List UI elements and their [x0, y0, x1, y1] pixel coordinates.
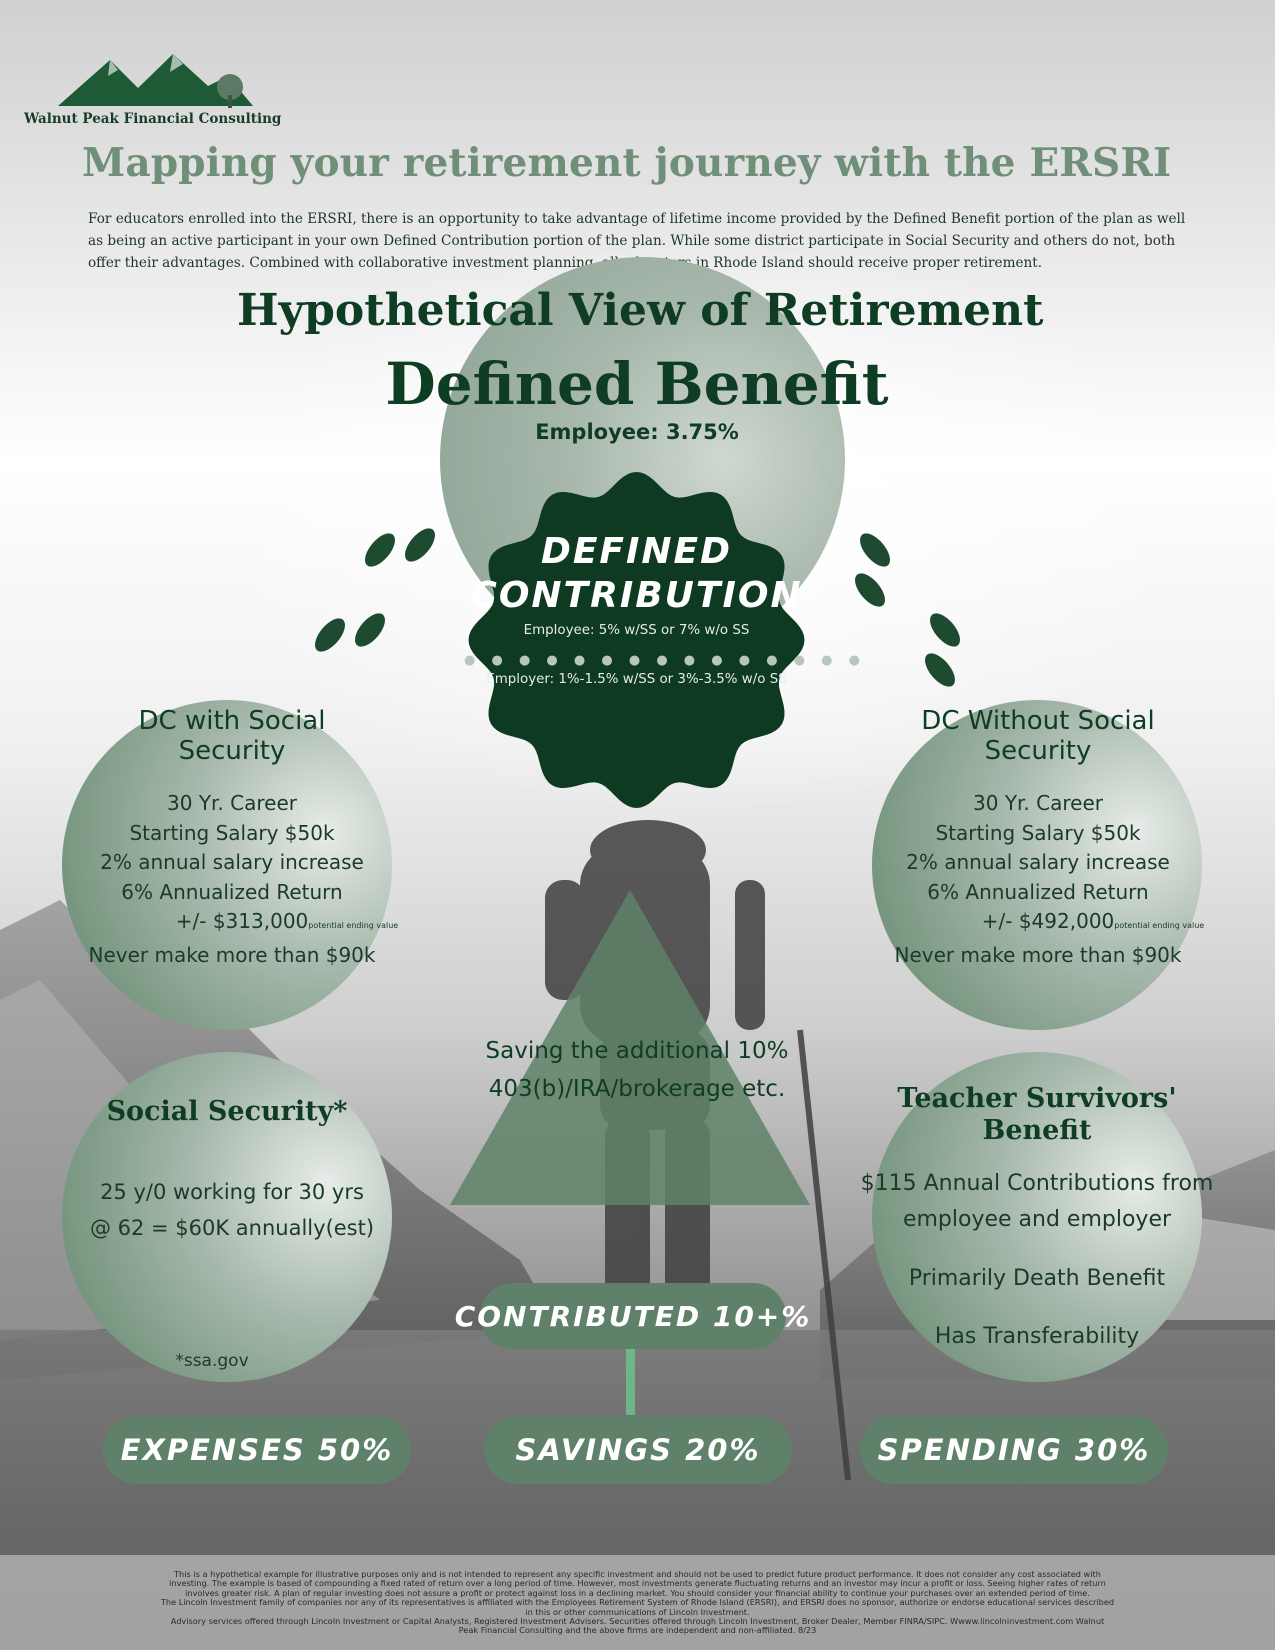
dc-with-ss-heading: DC with Social Security [138, 706, 326, 766]
savings-pill: SAVINGS 20% [484, 1416, 792, 1484]
spending-pill: SPENDING 30% [860, 1416, 1168, 1484]
dc-with-ss-circle [62, 700, 392, 1030]
dc-with-ss-ending-value: +/- $313,000 [175, 909, 309, 934]
survivors-transferability: Has Transferability [934, 1324, 1140, 1349]
defined-benefit-heading: Defined Benefit [385, 350, 889, 418]
dc-employer: Employer: 1%-1.5% w/SS or 3%-3.5% w/o SS [486, 672, 787, 687]
dc-without-ss-details: 30 Yr. Career Starting Salary $50k 2% an… [894, 791, 1205, 967]
dc-title-line1: DEFINED [540, 531, 733, 572]
dc-without-ss-ending-value: +/- $492,000 [981, 909, 1115, 934]
ssa-source: *ssa.gov [175, 1351, 249, 1371]
dc-employee: Employee: 5% w/SS or 7% w/o SS [523, 623, 750, 638]
social-security-details: 25 y/0 working for 30 yrs @ 62 = $60K an… [89, 1180, 375, 1240]
dc-title-line2: CONTRIBUTION [470, 575, 803, 616]
survivors-details: $115 Annual Contributions from employee … [860, 1171, 1214, 1232]
intro-paragraph: For educators enrolled into the ERSRI, t… [88, 211, 1186, 271]
hypothetical-heading: Hypothetical View of Retirement [237, 285, 1044, 336]
survivors-circle [872, 1052, 1202, 1382]
dc-with-ss-details: 30 Yr. Career Starting Salary $50k 2% an… [88, 791, 399, 967]
mountain-logo-icon [58, 54, 253, 106]
defined-benefit-employee: Employee: 3.75% [535, 420, 739, 444]
social-security-heading: Social Security* [106, 1096, 348, 1127]
company-logo-text: Walnut Peak Financial Consulting [24, 111, 282, 127]
expenses-pill: EXPENSES 50% [103, 1416, 411, 1484]
dc-without-ss-circle [872, 700, 1202, 1030]
contributed-pill: CONTRIBUTED 10+% [455, 1283, 809, 1349]
survivors-death-benefit: Primarily Death Benefit [908, 1266, 1166, 1291]
survivors-heading: Teacher Survivors' Benefit [897, 1083, 1177, 1146]
footprints-icon [315, 528, 435, 652]
tree-icon [217, 74, 243, 108]
disclaimer: This is a hypothetical example for illus… [160, 1569, 1115, 1636]
defined-contribution-badge [468, 472, 805, 808]
saving-additional-text: Saving the additional 10% 403(b)/IRA/bro… [485, 1038, 789, 1102]
page-title: Mapping your retirement journey with the… [82, 140, 1172, 186]
footprints-icon [855, 533, 960, 687]
connector-bar [626, 1349, 635, 1415]
dc-without-ss-heading: DC Without Social Security [921, 706, 1155, 766]
social-security-circle [62, 1052, 392, 1382]
dotted-divider: ● ● ● ● ● ● ● ● ● ● ● ● ● ● ● [464, 653, 867, 668]
savings-triangle [450, 890, 810, 1205]
